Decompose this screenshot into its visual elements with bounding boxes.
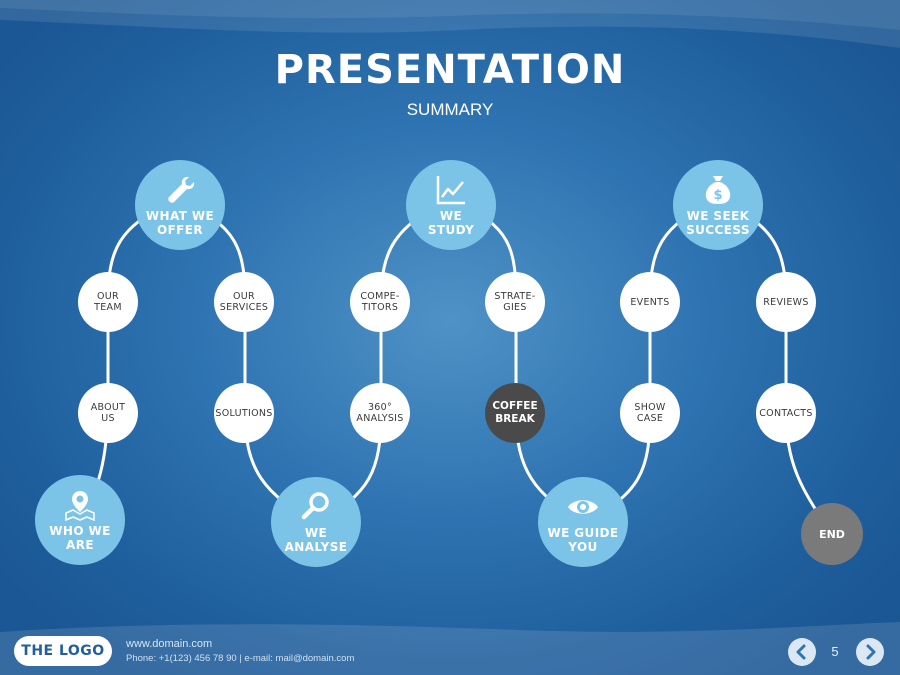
node-who-we-are[interactable]: WHO WE ARE: [35, 475, 125, 565]
wrench-icon: [163, 173, 197, 207]
page-number: 5: [831, 644, 839, 659]
node-competitors[interactable]: COMPE- TITORS: [350, 272, 410, 332]
chevron-left-icon: [796, 644, 806, 660]
node-we-study[interactable]: WE STUDY: [406, 160, 496, 250]
eye-icon: [566, 490, 600, 524]
next-slide-button[interactable]: [856, 638, 884, 666]
node-about-us[interactable]: ABOUT US: [78, 383, 138, 443]
node-contacts[interactable]: CONTACTS: [756, 383, 816, 443]
node-our-services[interactable]: OUR SERVICES: [214, 272, 274, 332]
node-our-team[interactable]: OUR TEAM: [78, 272, 138, 332]
node-strategies[interactable]: STRATE- GIES: [485, 272, 545, 332]
map-pin-icon: [63, 488, 97, 522]
node-what-we-offer[interactable]: WHAT WE OFFER: [135, 160, 225, 250]
node-show-case[interactable]: SHOW CASE: [620, 383, 680, 443]
slide-subtitle: SUMMARY: [406, 100, 494, 119]
node-end[interactable]: END: [801, 503, 863, 565]
footer-wave: [0, 622, 900, 675]
chevron-right-icon: [866, 644, 876, 660]
footer-contact: Phone: +1(123) 456 78 90 | e-mail: mail@…: [126, 653, 355, 664]
money-bag-icon: $: [701, 173, 735, 207]
magnifier-icon: [299, 490, 333, 524]
node-we-guide-you[interactable]: WE GUIDE YOU: [538, 477, 628, 567]
node-reviews[interactable]: REVIEWS: [756, 272, 816, 332]
footer-website[interactable]: www.domain.com: [126, 638, 213, 650]
prev-slide-button[interactable]: [788, 638, 816, 666]
node-coffee-break[interactable]: COFFEE BREAK: [485, 383, 545, 443]
company-logo[interactable]: THE LOGO: [14, 636, 112, 666]
node-solutions[interactable]: SOLUTIONS: [214, 383, 274, 443]
slide-title: PRESENTATION: [274, 47, 626, 93]
svg-text:$: $: [713, 188, 722, 203]
node-we-seek-success[interactable]: $ WE SEEK SUCCESS: [673, 160, 763, 250]
line-chart-icon: [434, 173, 468, 207]
node-we-analyse[interactable]: WE ANALYSE: [271, 477, 361, 567]
node-360-analysis[interactable]: 360° ANALYSIS: [350, 383, 410, 443]
node-events[interactable]: EVENTS: [620, 272, 680, 332]
